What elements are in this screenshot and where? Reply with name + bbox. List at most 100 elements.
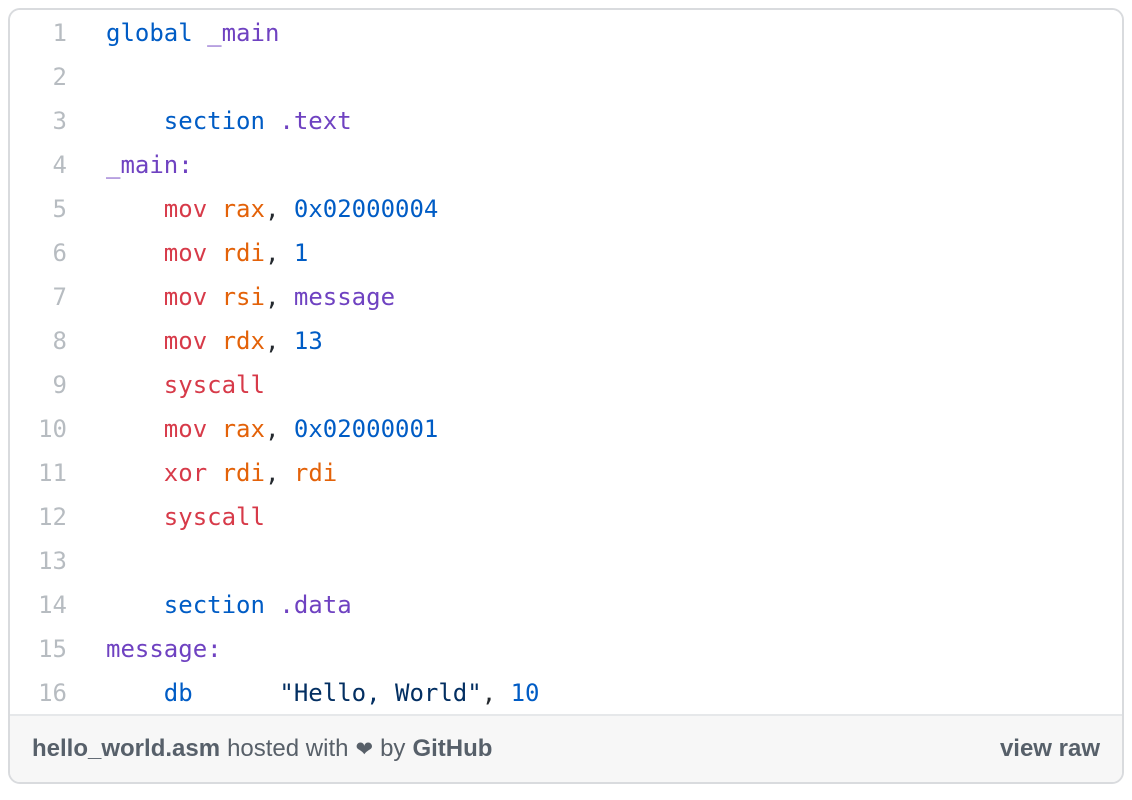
- line-number: 9: [52, 371, 67, 399]
- code-line: 6 mov rdi, 1: [10, 231, 1122, 275]
- code-token: rdi: [221, 239, 265, 267]
- code-token: ,: [264, 195, 294, 223]
- code-token: [106, 503, 164, 531]
- line-number: 7: [52, 283, 67, 311]
- code-text: syscall: [67, 495, 265, 539]
- code-token: global: [106, 19, 193, 47]
- line-number: 3: [52, 107, 67, 135]
- code-token: [106, 107, 164, 135]
- line-number: 6: [52, 239, 67, 267]
- code-line: 2: [10, 55, 1122, 99]
- code-token: section: [163, 591, 265, 619]
- code-token: _main: [207, 19, 280, 47]
- code-text: mov rax, 0x02000004: [67, 187, 439, 231]
- code-token: db: [163, 679, 193, 707]
- code-text: db "Hello, World", 10: [67, 671, 540, 714]
- line-number: 5: [52, 195, 67, 223]
- code-line: 11 xor rdi, rdi: [10, 451, 1122, 495]
- code-token: rsi: [221, 283, 265, 311]
- view-raw-link[interactable]: view raw: [999, 735, 1100, 762]
- line-number: 1: [52, 19, 67, 47]
- code-token: ,: [481, 679, 511, 707]
- code-line: 12 syscall: [10, 495, 1122, 539]
- code-token: mov: [163, 327, 208, 355]
- code-token: ,: [264, 459, 294, 487]
- code-token: ,: [264, 283, 294, 311]
- code-token: rdi: [221, 459, 265, 487]
- code-token: ,: [264, 415, 294, 443]
- code-text: message:: [67, 627, 222, 671]
- code-token: 1: [293, 239, 309, 267]
- code-line: 4 _main:: [10, 143, 1122, 187]
- code-token: [265, 591, 279, 619]
- code-token: [193, 679, 280, 707]
- code-line: 13: [10, 539, 1122, 583]
- code-token: [207, 415, 221, 443]
- code-line: 3 section .text: [10, 99, 1122, 143]
- github-link[interactable]: GitHub: [412, 735, 493, 762]
- line-number: 16: [38, 679, 67, 707]
- code-line: 14 section .data: [10, 583, 1122, 627]
- code-token: ,: [264, 239, 294, 267]
- gist-footer: hello_world.asm hosted with ❤ by GitHub …: [10, 714, 1122, 782]
- code-token: 0x02000004: [293, 195, 439, 223]
- line-number: 13: [38, 547, 67, 575]
- heart-icon: ❤: [355, 737, 374, 761]
- line-number: 15: [38, 635, 67, 663]
- code-text: global _main: [67, 11, 279, 55]
- code-token: [207, 283, 221, 311]
- code-token: [106, 459, 164, 487]
- line-number: 2: [52, 63, 67, 91]
- code-token: [106, 371, 164, 399]
- code-text: _main:: [67, 143, 193, 187]
- line-number: 4: [52, 151, 67, 179]
- code-token: message: [293, 283, 396, 311]
- code-token: [207, 239, 221, 267]
- code-token: [207, 195, 221, 223]
- code-token: syscall: [163, 371, 265, 399]
- code-token: [106, 679, 164, 707]
- code-token: [193, 19, 207, 47]
- code-text: section .data: [67, 583, 352, 627]
- line-number: 10: [38, 415, 67, 443]
- code-token: mov: [163, 195, 208, 223]
- code-token: rax: [221, 195, 265, 223]
- code-token: [207, 327, 221, 355]
- code-token: .text: [279, 107, 352, 135]
- line-number: 8: [52, 327, 67, 355]
- code-token: [106, 327, 164, 355]
- code-text: xor rdi, rdi: [67, 451, 337, 495]
- line-number: 14: [38, 591, 67, 619]
- code-token: [207, 459, 221, 487]
- code-token: message:: [106, 635, 222, 663]
- code-token: rdi: [293, 459, 338, 487]
- code-text: section .text: [67, 99, 352, 143]
- code-token: [106, 283, 164, 311]
- gist-filename-link[interactable]: hello_world.asm: [32, 735, 221, 762]
- code-token: rdx: [221, 327, 265, 355]
- code-token: section: [163, 107, 265, 135]
- code-token: _main:: [106, 151, 193, 179]
- code-text: mov rax, 0x02000001: [67, 407, 439, 451]
- code-line: 9 syscall: [10, 363, 1122, 407]
- code-token: mov: [163, 283, 208, 311]
- code-line: 5 mov rax, 0x02000004: [10, 187, 1122, 231]
- code-token: "Hello, World": [279, 679, 482, 707]
- code-token: mov: [163, 239, 208, 267]
- code-token: syscall: [163, 503, 265, 531]
- code-line: 10 mov rax, 0x02000001: [10, 407, 1122, 451]
- code-token: mov: [163, 415, 208, 443]
- hosted-with-text: hosted with: [227, 735, 349, 762]
- by-text: by: [380, 735, 406, 762]
- code-text: mov rsi, message: [67, 275, 395, 319]
- gist-footer-left: hello_world.asm hosted with ❤ by GitHub: [32, 735, 492, 763]
- code-token: [106, 415, 164, 443]
- code-line: 8 mov rdx, 13: [10, 319, 1122, 363]
- code-token: ,: [264, 327, 294, 355]
- code-token: rax: [221, 415, 265, 443]
- code-token: [106, 239, 164, 267]
